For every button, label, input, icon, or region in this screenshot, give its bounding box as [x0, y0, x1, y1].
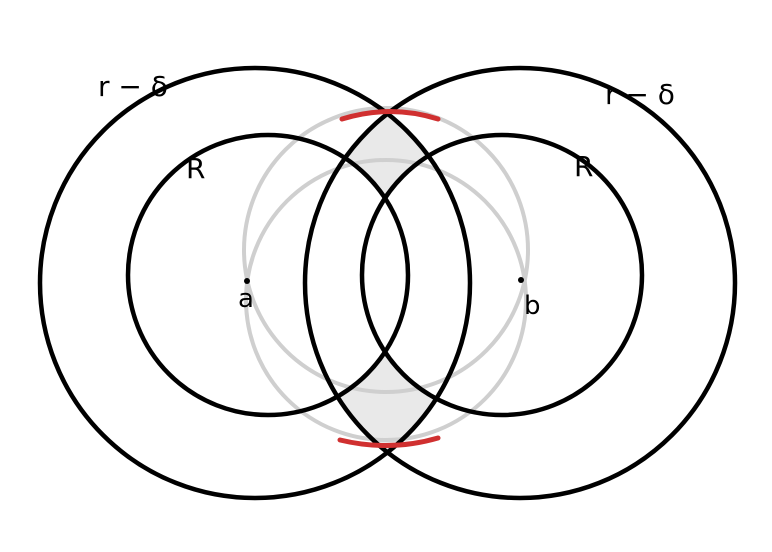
inner-circle-left	[125, 132, 411, 418]
outer-circle-left	[37, 65, 473, 501]
red-arc-bottom	[337, 435, 441, 449]
label-inner-left: R	[186, 152, 205, 185]
label-outer-left: r − δ	[98, 70, 168, 103]
red-arc-top	[339, 109, 441, 122]
ghost-circle-lower	[244, 158, 528, 442]
label-inner-right: R	[574, 150, 593, 183]
label-outer-right: r − δ	[605, 78, 675, 111]
point-b-dot	[518, 277, 524, 283]
point-a-dot	[244, 278, 250, 284]
outer-circle-right	[302, 65, 738, 501]
inner-circle-right	[359, 132, 645, 418]
ghost-circle-upper	[242, 106, 530, 394]
label-point-a: a	[238, 284, 254, 314]
label-point-b: b	[524, 291, 541, 321]
